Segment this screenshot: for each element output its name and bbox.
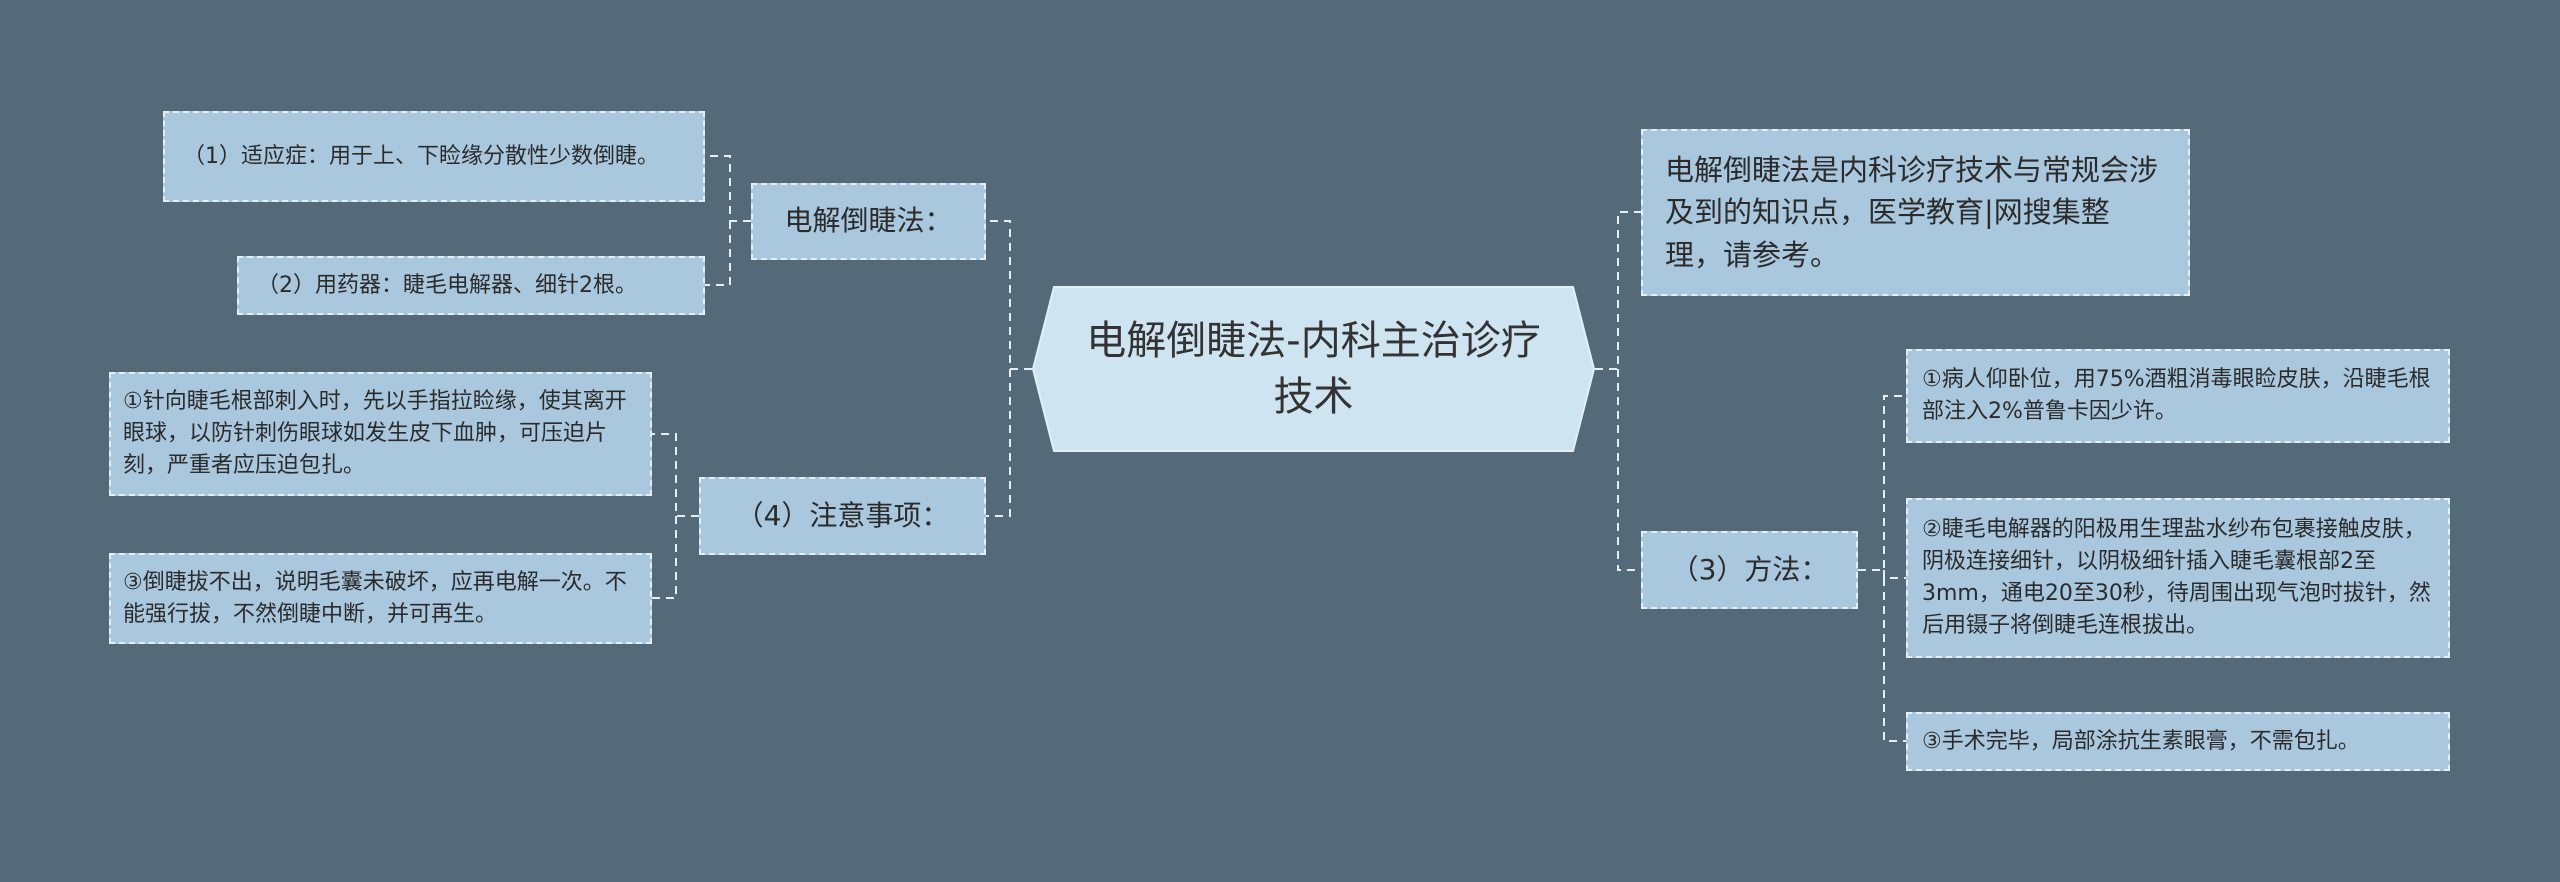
leaf-precaution-1[interactable]: ①针向睫毛根部刺入时，先以手指拉睑缘，使其离开眼球，以防针刺伤眼球如发生皮下血肿… [109, 372, 652, 496]
central-topic-shape [1032, 286, 1595, 452]
branch-intro[interactable]: 电解倒睫法是内科诊疗技术与常规会涉及到的知识点，医学教育|网搜集整理，请参考。 [1641, 129, 2190, 296]
leaf-precaution-3[interactable]: ③倒睫拔不出，说明毛囊未破坏，应再电解一次。不能强行拔，不然倒睫中断，并可再生。 [109, 553, 652, 644]
leaf-instruments[interactable]: （2）用药器：睫毛电解器、细针2根。 [237, 256, 705, 315]
leaf-procedure-2[interactable]: ②睫毛电解器的阳极用生理盐水纱布包裹接触皮肤，阴极连接细针，以阴极细针插入睫毛囊… [1906, 498, 2450, 658]
leaf-indications[interactable]: （1）适应症：用于上、下睑缘分散性少数倒睫。 [163, 111, 705, 202]
branch-electrolysis-method[interactable]: 电解倒睫法： [751, 183, 986, 260]
leaf-procedure-3[interactable]: ③手术完毕，局部涂抗生素眼膏，不需包扎。 [1906, 712, 2450, 771]
branch-precautions[interactable]: （4）注意事项： [699, 477, 986, 555]
branch-procedure[interactable]: （3）方法： [1641, 531, 1858, 609]
leaf-procedure-1[interactable]: ①病人仰卧位，用75%酒粗消毒眼睑皮肤，沿睫毛根部注入2%普鲁卡因少许。 [1906, 349, 2450, 443]
central-topic-title: 电解倒睫法-内科主治诊疗技术 [1086, 318, 1541, 420]
central-topic[interactable]: 电解倒睫法-内科主治诊疗技术 [1032, 286, 1595, 452]
